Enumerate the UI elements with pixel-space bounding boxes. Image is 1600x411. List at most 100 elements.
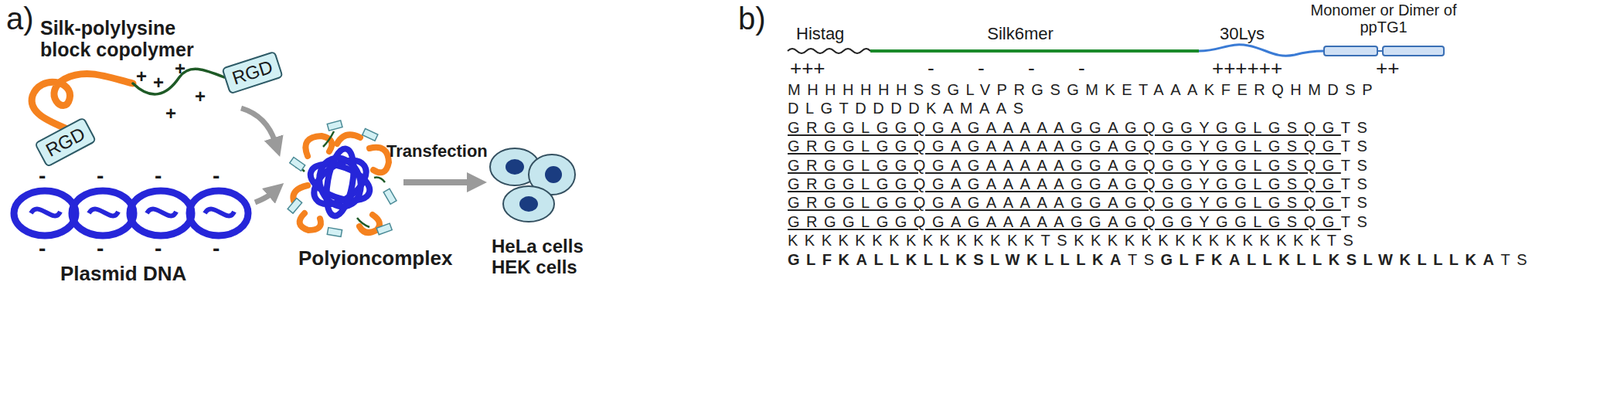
sequence-text: KKKKKKKKKKKKKKKTSKKKKKKKKKKKKKKKTS <box>787 231 1360 249</box>
sequence-line: GRGGLGGQGAGAAAAAGGAGQGGYGGLGSQGTS <box>787 156 1374 175</box>
silk-strand <box>337 134 361 144</box>
part-name: Polyioncomplex <box>298 247 453 270</box>
charge-sign: - <box>1028 57 1035 80</box>
silk-strand <box>299 213 321 231</box>
charge-sign: ++++++ <box>1211 57 1283 80</box>
silk-repeat: GRGGLGGQGAGAAAAAGGAGQGGYGGLGSQG <box>787 213 1342 231</box>
charge-sign: - <box>212 236 220 261</box>
histag-segment <box>787 48 871 54</box>
part-name: Plasmid DNA <box>60 262 187 286</box>
sequence-line: GRGGLGGQGAGAAAAAGGAGQGGYGGLGSQGTS <box>787 212 1374 232</box>
rgd-tag <box>289 157 306 172</box>
sequence-text: TS <box>1341 194 1375 212</box>
sequence-text: TS <box>1341 156 1375 174</box>
pptg1-box <box>1324 46 1378 56</box>
silk-repeat: GRGGLGGQGAGAAAAAGGAGQGGYGGLGSQG <box>787 194 1342 212</box>
sequence-line: GLFKALLKLLKSLWKLLLKATSGLFKALLKLLKSLWKLLL… <box>787 250 1534 269</box>
transfection-arrow <box>403 179 472 186</box>
step-label: Transfection <box>386 142 488 162</box>
silk-repeat: GRGGLGGQGAGAAAAAGGAGQGGYGGLGSQG <box>787 175 1342 193</box>
sequence-text: TS <box>1341 137 1375 155</box>
cells <box>490 148 576 222</box>
sequence-line: MHHHHHHSSGLVPRGSGMKETAAAKFERQHMDSP <box>787 80 1379 99</box>
sequence-text: DLGTDDDDKAMAAS <box>787 99 1030 117</box>
charge-sign: - <box>96 236 104 261</box>
sequence-text: MHHHHHHSSGLVPRGSGMKETAAAKFERQHMDSP <box>787 81 1379 99</box>
assembly-arrow <box>241 108 276 143</box>
charge-sign: - <box>38 163 46 188</box>
charge-sign: - <box>154 163 162 188</box>
rgd-box: RGD <box>34 116 97 168</box>
part-name: HeLa cells HEK cells <box>491 236 600 279</box>
sequence-text: TS <box>1127 251 1161 269</box>
lysine-strand <box>295 131 385 228</box>
dna-tangle <box>313 152 368 213</box>
charge-sign: + <box>136 66 147 88</box>
peptide-sequence: GLFKALLKLLKSLWKLLLKA <box>1160 251 1502 269</box>
rgd-tag <box>383 188 397 205</box>
silk-strand <box>292 185 308 201</box>
dna-tangle <box>306 151 374 214</box>
polyioncomplex <box>287 120 397 238</box>
sequence-line: DLGTDDDDKAMAAS <box>787 98 1030 118</box>
plasmid-dna <box>13 190 249 236</box>
sequence-text: TS <box>1500 251 1534 269</box>
charge-sign: - <box>212 163 220 188</box>
sequence-text: TS <box>1341 119 1375 137</box>
charge-sign: - <box>38 236 46 261</box>
segment-name: 30Lys <box>1219 24 1265 45</box>
rgd-tag <box>287 198 302 215</box>
segment-name: Silk6mer <box>987 24 1054 45</box>
charge-sign: - <box>1078 57 1086 80</box>
node-text: RGD <box>229 55 276 89</box>
construct-map <box>787 44 1444 56</box>
silk-segment <box>870 49 1199 53</box>
dna-tangle <box>322 146 359 218</box>
cell <box>503 186 555 222</box>
sequence-line: KKKKKKKKKKKKKKKTSKKKKKKKKKKKKKKKTS <box>787 231 1360 250</box>
sequence-text: TS <box>1341 175 1375 193</box>
charge-sign: + <box>165 103 177 125</box>
charge-sign: - <box>154 236 162 261</box>
charge-sign: + <box>153 72 164 94</box>
sequence-line: GRGGLGGQGAGAAAAAGGAGQGGYGGLGSQGTS <box>787 174 1374 194</box>
linker <box>1377 50 1383 52</box>
assembly-arrow <box>255 193 273 203</box>
node-text: RGD <box>42 122 89 161</box>
silk-repeat: GRGGLGGQGAGAAAAAGGAGQGGYGGLGSQG <box>787 137 1342 155</box>
sequence-text: TS <box>1341 213 1375 231</box>
charge-sign: - <box>927 57 935 80</box>
part-name: Silk-polylysine block copolymer <box>40 17 207 61</box>
charge-sign: + <box>174 58 186 80</box>
sequence-line: GRGGLGGQGAGAAAAAGGAGQGGYGGLGSQGTS <box>787 193 1374 212</box>
rgd-box: RGD <box>221 51 284 96</box>
charge-sign: - <box>977 57 985 80</box>
nucleus <box>544 166 562 184</box>
panel-letter: b) <box>738 1 766 37</box>
charge-sign: - <box>96 163 104 188</box>
sequence-line: GRGGLGGQGAGAAAAAGGAGQGGYGGLGSQGTS <box>787 136 1374 156</box>
sequence-line: GRGGLGGQGAGAAAAAGGAGQGGYGGLGSQGTS <box>787 118 1374 137</box>
nucleus <box>519 196 538 212</box>
silk-strand <box>305 136 332 157</box>
pptg1-box <box>1382 46 1444 56</box>
panel-letter: a) <box>6 1 35 37</box>
silk-repeat: GRGGLGGQGAGAAAAAGGAGQGGYGGLGSQG <box>787 156 1342 174</box>
silk-repeat: GRGGLGGQGAGAAAAAGGAGQGGYGGLGSQG <box>787 119 1342 137</box>
peptide-sequence: GLFKALLKLLKSLWKLLLKA <box>787 251 1128 269</box>
rgd-tag <box>362 129 378 142</box>
charge-sign: + <box>194 86 206 108</box>
copolymer <box>31 68 225 138</box>
silk-strand <box>369 147 389 174</box>
rgd-tag <box>326 120 343 131</box>
segment-name: Monomer or Dimer of ppTG1 <box>1310 1 1458 37</box>
charge-sign: ++ <box>1375 57 1400 80</box>
rgd-tag <box>326 227 342 237</box>
rgd-tag <box>376 223 392 235</box>
charge-sign: +++ <box>789 57 826 80</box>
lysine-segment <box>1198 44 1325 56</box>
nucleus <box>505 159 525 175</box>
segment-name: Histag <box>796 24 845 45</box>
dna-twist <box>30 209 235 217</box>
